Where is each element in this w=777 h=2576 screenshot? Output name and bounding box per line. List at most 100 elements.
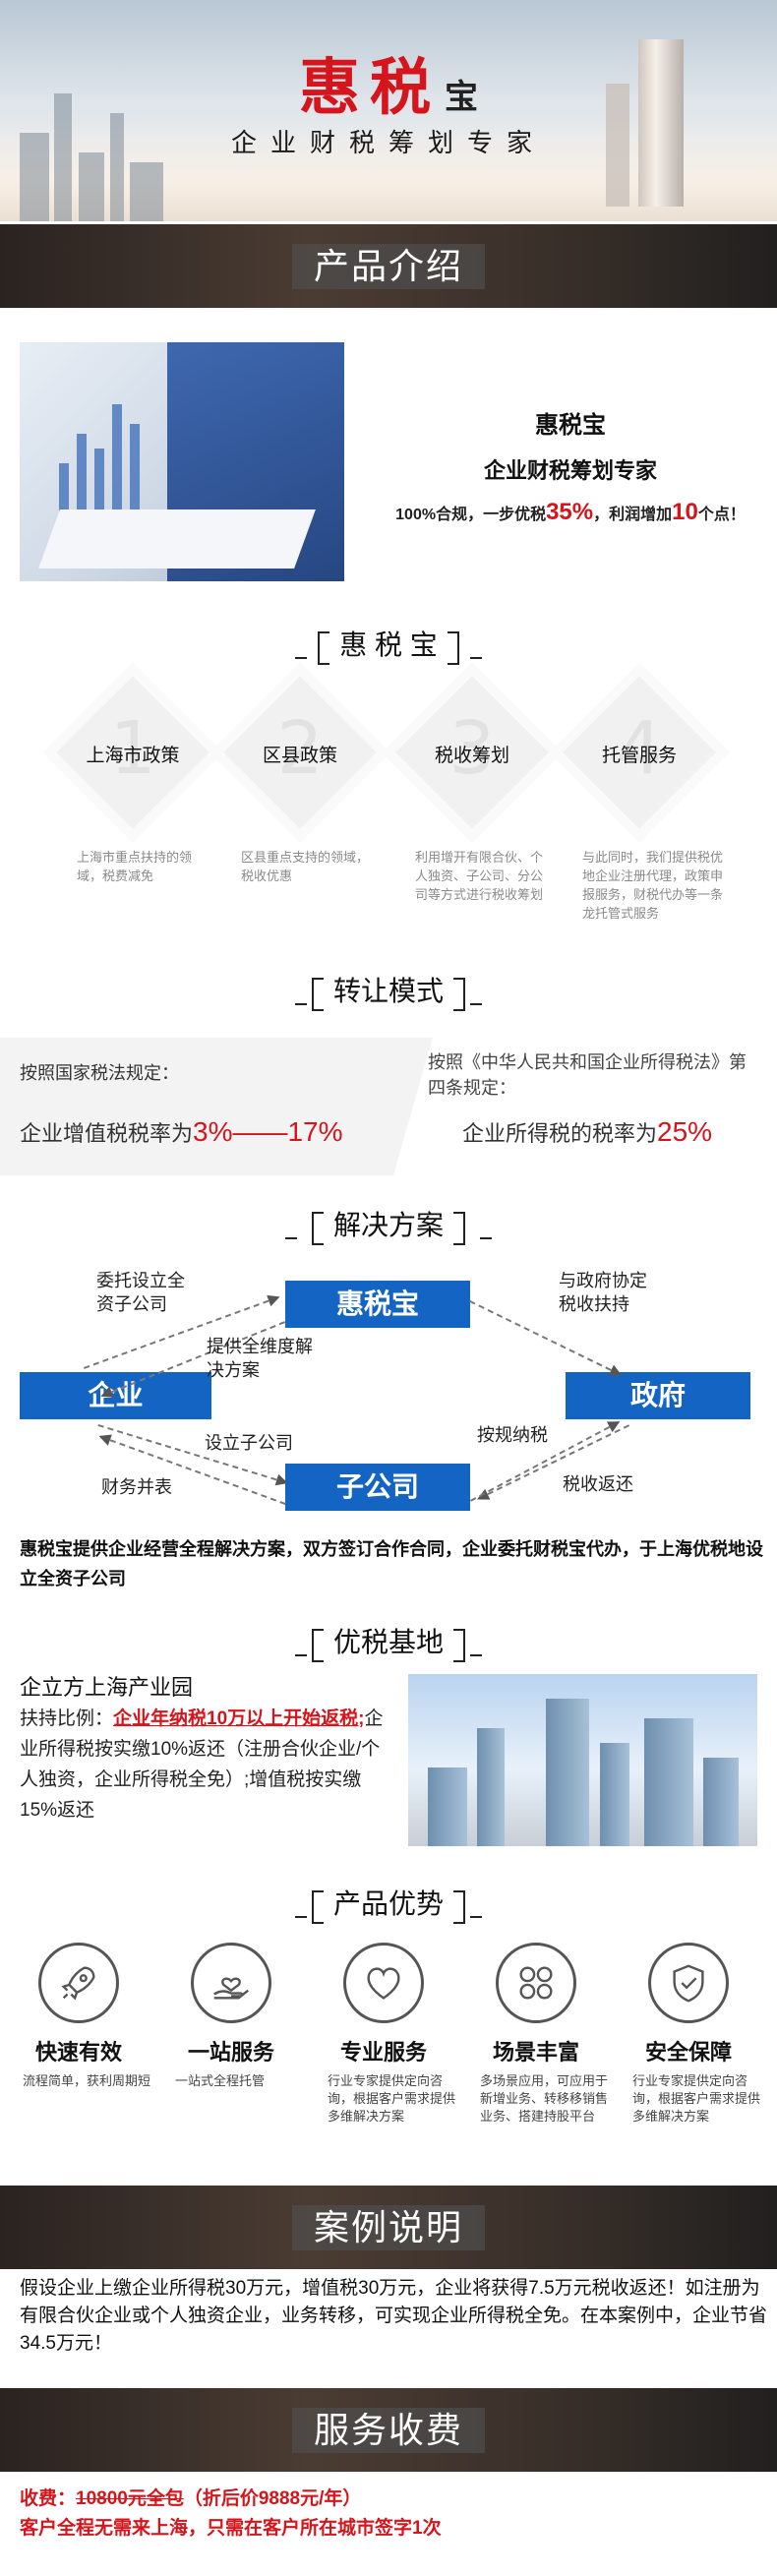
heading-rule (295, 657, 307, 659)
section-heading-label: 解决方案 (311, 1208, 466, 1245)
transfer-right-rate-label: 企业所得税的税率为 (462, 1121, 658, 1146)
rocket-icon (61, 1966, 95, 2001)
intro-desc-mid: ，利润增加 (593, 507, 673, 523)
transfer-right-rate-value: 25% (657, 1116, 713, 1147)
hero-building (20, 133, 49, 221)
advantage-item-one-stop: 一站服务 一站式全程托管 (157, 1943, 305, 2090)
transfer-right-rate: 企业所得税的税率为25% (462, 1116, 712, 1148)
fee-original-price: 10800元全包 (76, 2488, 184, 2509)
intro-desc-suffix: 个点！ (697, 507, 746, 523)
policy-item-2: 2 区县政策 (216, 676, 377, 834)
city-building (546, 1699, 589, 1846)
base-title: 企立方上海产业园 (20, 1675, 194, 1700)
advantage-icon-circle (648, 1943, 729, 2023)
section-banner-case: 案例说明 (0, 2186, 777, 2269)
section-heading-label: 优税基地 (311, 1625, 466, 1662)
node-huishuibao: 惠税宝 (285, 1281, 470, 1328)
policy-description: 区县重点支持的领域，税收优惠 (241, 850, 370, 883)
advantage-description: 一站式全程托管 (175, 2073, 266, 2088)
chart-bar-decor (94, 449, 104, 512)
advantage-name: 一站服务 (187, 2040, 274, 2065)
policy-description: 与此同时，我们提供税优地企业注册代理，政策申报服务，财税代办等一条龙托管式服务 (582, 850, 724, 921)
hero-building (130, 162, 163, 221)
base-city-photo (408, 1674, 757, 1846)
city-building (703, 1758, 739, 1846)
transfer-left-rate-value: 3%——17% (193, 1116, 343, 1147)
heart-icon (367, 1967, 400, 2000)
transfer-left-rule: 按照国家税法规定： (20, 1063, 179, 1083)
advantage-name: 场景丰富 (492, 2040, 579, 2065)
section-heading-brand: 惠 税 宝 (0, 628, 777, 665)
advantage-item-fast: 快速有效 流程简单，获利周期短 (5, 1943, 152, 2090)
transfer-right-rule: 按照《中华人民共和国企业所得税法》第四条规定： (428, 1052, 747, 1098)
section-banner-label: 产品介绍 (291, 244, 485, 289)
advantage-icon-circle (496, 1943, 576, 2023)
hero-subtitle: 企业财税筹划专家 (230, 128, 546, 157)
city-building (477, 1728, 505, 1846)
intro-photo (20, 342, 344, 581)
section-heading-label: 惠 税 宝 (318, 628, 459, 665)
section-banner-product-intro: 产品介绍 (0, 224, 777, 308)
chart-bar-decor (59, 463, 69, 512)
node-enterprise: 企业 (20, 1372, 211, 1419)
fee-label: 收费： (20, 2488, 77, 2509)
advantage-item-professional: 专业服务 行业专家提供定向咨询，根据客户需求提供多维解决方案 (310, 1943, 457, 2126)
policy-description: 利用增开有限合伙、个人独资、子公司、分公司等方式进行税收筹划 (415, 850, 544, 902)
policy-label: 托管服务 (601, 746, 677, 766)
label-gov-agreement: 与政府协定税收扶持 (559, 1271, 647, 1314)
section-heading-advantages: 产品优势 (0, 1887, 777, 1924)
node-government: 政府 (566, 1372, 750, 1419)
fee-note: 客户全程无需来上海，只需在客户所在城市签字1次 (20, 2518, 442, 2539)
heading-rule (295, 1654, 307, 1656)
base-ratio-body: 企业所得税按实缴10%返还（注册合伙企业/个人独资，企业所得税全免）;增值税按实… (20, 1708, 384, 1821)
hero-tower (638, 39, 684, 207)
advantage-name: 快速有效 (34, 2040, 122, 2065)
advantage-name: 安全保障 (644, 2040, 732, 2065)
policy-label: 税收筹划 (434, 746, 509, 766)
advantage-icon-circle (191, 1943, 271, 2023)
case-description: 假设企业上缴企业所得税30万元，增值税30万元，企业将获得7.5万元税收返还！如… (20, 2278, 768, 2354)
hand-heart-icon (213, 1977, 249, 2000)
chart-bar-decor (77, 434, 87, 512)
fee-price: 收费：10800元全包（折后价9888元/年） (20, 2484, 361, 2510)
label-setup-subsidiary: 设立子公司 (205, 1433, 293, 1453)
city-building (600, 1743, 629, 1846)
transfer-left-rate: 企业增值税税率为3%——17% (20, 1116, 343, 1148)
heading-rule (285, 1237, 297, 1239)
policy-label: 上海市政策 (86, 746, 180, 766)
heading-rule (480, 1237, 492, 1239)
advantage-description: 多场景应用，可应用于新增业务、转移移销售业务、搭建持股平台 (480, 2073, 609, 2124)
hero-title: 惠税宝 (0, 37, 777, 126)
transfer-right-panel (393, 1038, 777, 1175)
advantage-item-scenarios: 场景丰富 多场景应用，可应用于新增业务、转移移销售业务、搭建持股平台 (462, 1943, 610, 2126)
hero-building (110, 113, 124, 221)
solution-summary: 惠税宝提供企业经营全程解决方案，双方签订合作合同，企业委托财税宝代办，于上海优税… (20, 1539, 763, 1588)
shield-check-icon (673, 1964, 704, 2003)
hero-building (79, 152, 104, 221)
heading-rule (295, 1916, 307, 1918)
chart-bar-decor (130, 424, 140, 512)
heading-rule (470, 1003, 482, 1005)
policy-number: 4 (616, 706, 663, 791)
advantage-description: 行业专家提供定向咨询，根据客户需求提供多维解决方案 (632, 2073, 761, 2124)
heading-rule (470, 1916, 482, 1918)
city-building (644, 1718, 693, 1846)
label-pay-tax: 按规纳税 (477, 1425, 548, 1445)
intro-subtitle: 企业财税筹划专家 (483, 458, 657, 483)
advantage-description: 行业专家提供定向咨询，根据客户需求提供多维解决方案 (328, 2073, 456, 2124)
section-banner-fee: 服务收费 (0, 2388, 777, 2472)
advantage-description: 流程简单，获利周期短 (23, 2073, 151, 2088)
transfer-mode-panel: 按照国家税法规定： 企业增值税税率为3%——17% 按照《中华人民共和国企业所得… (0, 1038, 777, 1175)
section-heading-label: 产品优势 (311, 1887, 466, 1924)
policy-label: 区县政策 (262, 746, 337, 766)
policy-description: 上海市重点扶持的领域，税费减免 (77, 850, 193, 883)
transfer-left-rate-label: 企业增值税税率为 (20, 1121, 194, 1146)
section-heading-transfer: 转让模式 (0, 974, 777, 1011)
intro-desc-number: 10 (672, 499, 698, 525)
fee-discount-price: （折后价9888元/年） (183, 2488, 362, 2509)
intro-desc-prefix: 100%合规，一步优税 (395, 507, 547, 523)
policy-item-1: 1 上海市政策 (49, 676, 209, 834)
clover-icon (519, 1966, 553, 2000)
hero-tower (606, 84, 629, 207)
